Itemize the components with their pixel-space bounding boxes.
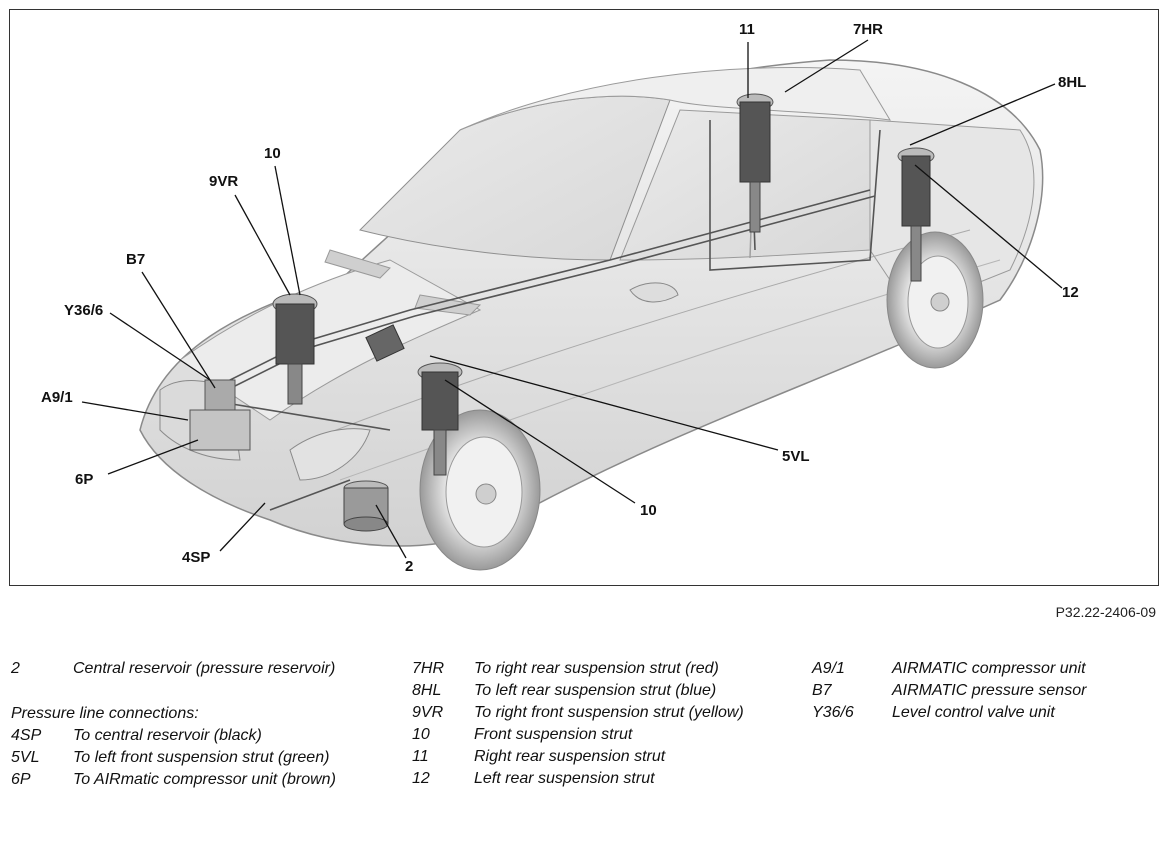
callout-8hl: 8HL bbox=[1058, 74, 1087, 91]
legend-item: 9VR To right front suspension strut (yel… bbox=[412, 702, 792, 724]
car-roof bbox=[459, 67, 891, 131]
callout-b7: B7 bbox=[126, 251, 146, 268]
legend-text: Level control valve unit bbox=[892, 704, 1055, 721]
front-right-strut bbox=[272, 293, 318, 405]
front-wheel bbox=[419, 409, 541, 571]
legend-column-1: 2 Central reservoir (pressure reservoir)… bbox=[11, 658, 341, 791]
callout-9vr: 9VR bbox=[209, 173, 239, 190]
legend-item: 5VL To left front suspension strut (gree… bbox=[11, 747, 341, 769]
legend-item: 4SP To central reservoir (black) bbox=[11, 725, 341, 747]
legend-text: To right rear suspension strut (red) bbox=[474, 660, 719, 677]
legend-code: Y36/6 bbox=[812, 704, 854, 721]
car-illustration bbox=[81, 39, 1063, 571]
legend-code: 2 bbox=[11, 660, 20, 677]
legend-code: B7 bbox=[812, 682, 832, 699]
central-reservoir bbox=[343, 480, 389, 532]
legend-text: To AIRmatic compressor unit (brown) bbox=[73, 771, 336, 788]
callout-10-bottom: 10 bbox=[640, 502, 657, 519]
legend-text: Central reservoir (pressure reservoir) bbox=[73, 660, 336, 677]
front-left-strut bbox=[417, 362, 463, 476]
callout-6p: 6P bbox=[75, 471, 94, 488]
compressor-unit bbox=[189, 379, 251, 451]
legend-item: 7HR To right rear suspension strut (red) bbox=[412, 658, 792, 680]
legend-text: Front suspension strut bbox=[474, 726, 633, 743]
callout-10-top: 10 bbox=[264, 145, 281, 162]
legend-code: 10 bbox=[412, 726, 430, 743]
legend-item: 11 Right rear suspension strut bbox=[412, 746, 792, 768]
callout-12: 12 bbox=[1062, 284, 1079, 301]
legend-code: 6P bbox=[11, 771, 31, 788]
legend-item: B7 AIRMATIC pressure sensor bbox=[812, 680, 1162, 702]
legend-item: 6P To AIRmatic compressor unit (brown) bbox=[11, 769, 341, 791]
legend-item: A9/1 AIRMATIC compressor unit bbox=[812, 658, 1162, 680]
legend-code: 12 bbox=[412, 770, 430, 787]
legend-code: 9VR bbox=[412, 704, 444, 721]
legend-text: To central reservoir (black) bbox=[73, 727, 262, 744]
legend-code: A9/1 bbox=[812, 660, 845, 677]
legend-code: 8HL bbox=[412, 682, 442, 699]
legend-text: AIRMATIC compressor unit bbox=[892, 660, 1086, 677]
car-hood bbox=[179, 259, 482, 421]
legend-item: 2 Central reservoir (pressure reservoir) bbox=[11, 658, 341, 680]
legend-text: To left front suspension strut (green) bbox=[73, 749, 330, 766]
legend-code: 4SP bbox=[11, 727, 42, 744]
callout-4sp: 4SP bbox=[182, 549, 211, 566]
callout-y36-6: Y36/6 bbox=[64, 302, 104, 319]
legend-code: 11 bbox=[412, 748, 429, 765]
callout-5vl: 5VL bbox=[782, 448, 810, 465]
rear-wheel bbox=[886, 231, 984, 369]
callout-2: 2 bbox=[405, 558, 414, 575]
legend-item: 10 Front suspension strut bbox=[412, 724, 792, 746]
legend-code: 7HR bbox=[412, 660, 445, 677]
legend-text: AIRMATIC pressure sensor bbox=[892, 682, 1087, 699]
callout-a9-1: A9/1 bbox=[41, 389, 73, 406]
legend-column-2: 7HR To right rear suspension strut (red)… bbox=[412, 658, 792, 790]
legend-item: 12 Left rear suspension strut bbox=[412, 768, 792, 790]
diagram-frame: 11 7HR 8HL 10 9VR B7 Y36/6 A9/1 6P 4SP 2… bbox=[9, 9, 1159, 586]
legend-text: Right rear suspension strut bbox=[474, 748, 666, 765]
figure-id: P32.22-2406-09 bbox=[1055, 604, 1156, 620]
legend-text: Left rear suspension strut bbox=[474, 770, 655, 787]
legend-text: To left rear suspension strut (blue) bbox=[474, 682, 717, 699]
legend-code: 5VL bbox=[11, 749, 40, 766]
legend-item: 8HL To left rear suspension strut (blue) bbox=[412, 680, 792, 702]
legend-text: To right front suspension strut (yellow) bbox=[474, 704, 744, 721]
leader-lines bbox=[81, 39, 1063, 559]
legend-item: Y36/6 Level control valve unit bbox=[812, 702, 1162, 724]
legend-heading: Pressure line connections: bbox=[11, 705, 199, 722]
callout-7hr: 7HR bbox=[853, 21, 884, 38]
legend-column-3: A9/1 AIRMATIC compressor unit B7 AIRMATI… bbox=[812, 658, 1162, 724]
left-rear-strut bbox=[897, 147, 935, 282]
right-rear-strut bbox=[736, 93, 774, 233]
callout-11: 11 bbox=[739, 21, 755, 38]
